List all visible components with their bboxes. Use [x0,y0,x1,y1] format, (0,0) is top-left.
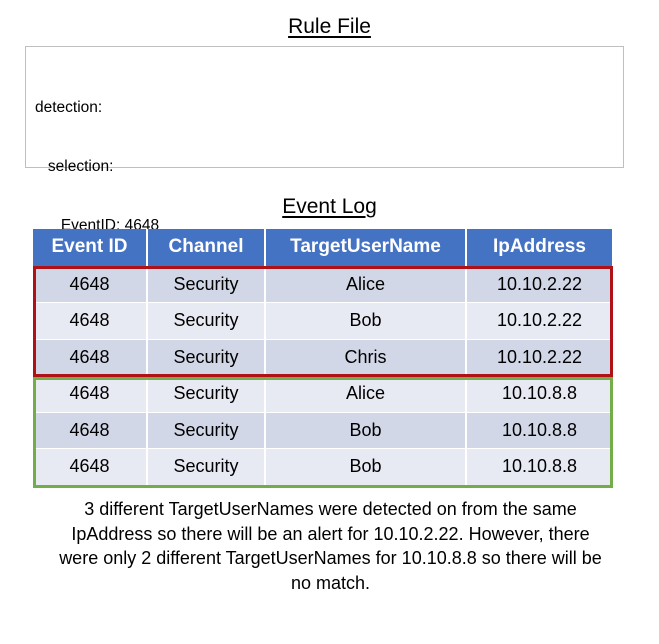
explanation-caption: 3 different TargetUserNames were detecte… [59,499,602,593]
cell-ipaddress: 10.10.8.8 [466,375,612,413]
event-log-table: Event ID Channel TargetUserName IpAddres… [33,229,612,486]
table-row: 4648 Security Chris 10.10.2.22 [33,339,612,376]
cell-channel: Security [147,302,266,340]
table-row: 4648 Security Bob 10.10.8.8 [33,448,612,486]
table-row: 4648 Security Bob 10.10.8.8 [33,412,612,449]
column-header-event-id: Event ID [33,229,148,267]
cell-ipaddress: 10.10.2.22 [466,339,612,376]
cell-channel: Security [147,339,266,376]
column-header-ipaddress: IpAddress [466,229,612,267]
cell-event-id: 4648 [33,302,148,340]
cell-targetusername: Bob [265,448,467,486]
cell-event-id: 4648 [33,448,148,486]
cell-targetusername: Alice [265,266,467,303]
rule-line-selection: selection: [35,157,114,175]
cell-channel: Security [147,412,266,449]
rule-file-title-text: Rule File [288,15,371,38]
cell-event-id: 4648 [33,412,148,449]
cell-channel: Security [147,375,266,413]
cell-targetusername: Alice [265,375,467,413]
cell-event-id: 4648 [33,339,148,376]
cell-event-id: 4648 [33,266,148,303]
table-row: 4648 Security Bob 10.10.2.22 [33,302,612,340]
cell-ipaddress: 10.10.8.8 [466,412,612,449]
cell-channel: Security [147,448,266,486]
table-row: 4648 Security Alice 10.10.8.8 [33,375,612,413]
cell-ipaddress: 10.10.8.8 [466,448,612,486]
cell-channel: Security [147,266,266,303]
cell-targetusername: Chris [265,339,467,376]
column-header-targetusername: TargetUserName [265,229,467,267]
cell-ipaddress: 10.10.2.22 [466,266,612,303]
column-header-channel: Channel [147,229,266,267]
event-log-title-text: Event Log [282,195,377,218]
cell-event-id: 4648 [33,375,148,413]
table-row: 4648 Security Alice 10.10.2.22 [33,266,612,303]
event-log-title: Event Log [0,196,659,217]
cell-targetusername: Bob [265,302,467,340]
rule-file-box: detection: selection: EventID: 4648 Chan… [25,46,624,351]
rule-file-title: Rule File [0,16,659,37]
cell-ipaddress: 10.10.2.22 [466,302,612,340]
rule-line-detection: detection: [35,99,103,117]
table-header-row: Event ID Channel TargetUserName IpAddres… [33,229,612,267]
cell-targetusername: Bob [265,412,467,449]
